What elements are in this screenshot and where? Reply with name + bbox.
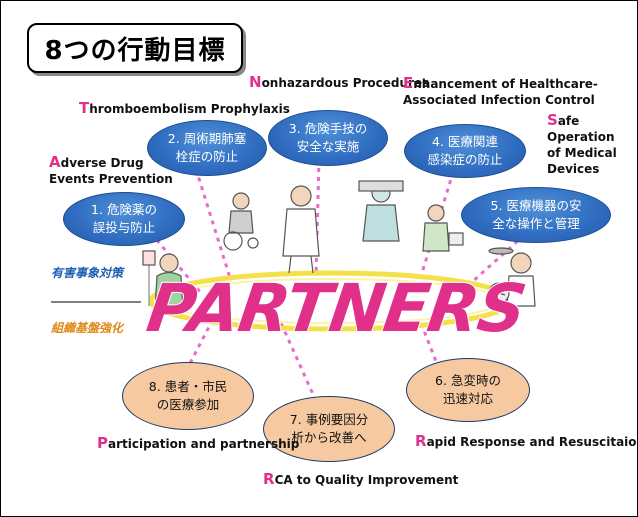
goal-7-line2: 析から改善へ [291,430,367,445]
waiter-figure [488,247,536,307]
goal-3-english: Nonhazardous Procedures [249,73,430,91]
goal-3-line1: 3. 危険手技の [288,121,368,136]
goal-2-line1: 2. 周術期肺塞 [167,131,247,146]
goal-6-line1: 6. 急変時の [435,373,501,388]
goal-6-line2: 迅速対応 [442,391,493,406]
goal-5-line1: 5. 医療機器の安 [490,198,582,213]
goal-4-english: Enhancement of Healthcare-Associated Inf… [403,74,598,107]
connector-4 [419,162,458,277]
goal-8-line2: の医療参加 [156,397,220,412]
surgeon-figure [358,180,404,242]
lab-figure [422,204,464,252]
goal-8-english: Participation and partnership [97,434,300,452]
connector-3 [314,158,321,277]
partners-word: PARTNERS [142,269,530,347]
goal-8-line1: 8. 患者・市民 [148,379,228,394]
goal-6-english: Rapid Response and Resuscitaion [415,432,638,450]
goal-3-line2: 安全な実施 [296,139,360,154]
goal-3-oval: 3. 危険手技の安全な実施 [268,110,388,166]
goal-7-english: RCA to Quality Improvement [263,470,459,488]
goal-7-line1: 7. 事例要因分 [289,412,369,427]
nurse-figure [142,250,184,310]
side-label-organization: 組織基盤強化 [51,321,124,335]
slide-title: 8つの行動目標 [27,23,243,73]
goal-7-oval: 7. 事例要因分析から改善へ [263,396,395,462]
doctor-figure [282,185,320,274]
goal-4-line1: 4. 医療関連 [432,134,498,149]
goal-6-oval: 6. 急変時の迅速対応 [406,358,530,422]
goal-4-oval: 4. 医療関連感染症の防止 [404,124,526,178]
goal-1-line1: 1. 危険薬の [91,202,157,217]
side-label-adverse-events: 有害事象対策 [51,266,124,280]
goal-4-line2: 感染症の防止 [427,152,503,167]
goal-2-english: Thromboembolism Prophylaxis [79,99,290,117]
goal-1-oval: 1. 危険薬の誤投与防止 [63,192,185,246]
goal-5-oval: 5. 医療機器の安全な操作と管理 [461,187,611,243]
goal-1-line2: 誤投与防止 [92,220,156,235]
goal-2-oval: 2. 周術期肺塞栓症の防止 [147,120,267,176]
goal-8-oval: 8. 患者・市民の医療参加 [122,362,254,430]
goal-5-line2: 全な操作と管理 [492,216,580,231]
connector-2 [194,168,233,282]
wheelchair-figure [223,192,259,251]
goal-2-line2: 栓症の防止 [175,149,239,164]
